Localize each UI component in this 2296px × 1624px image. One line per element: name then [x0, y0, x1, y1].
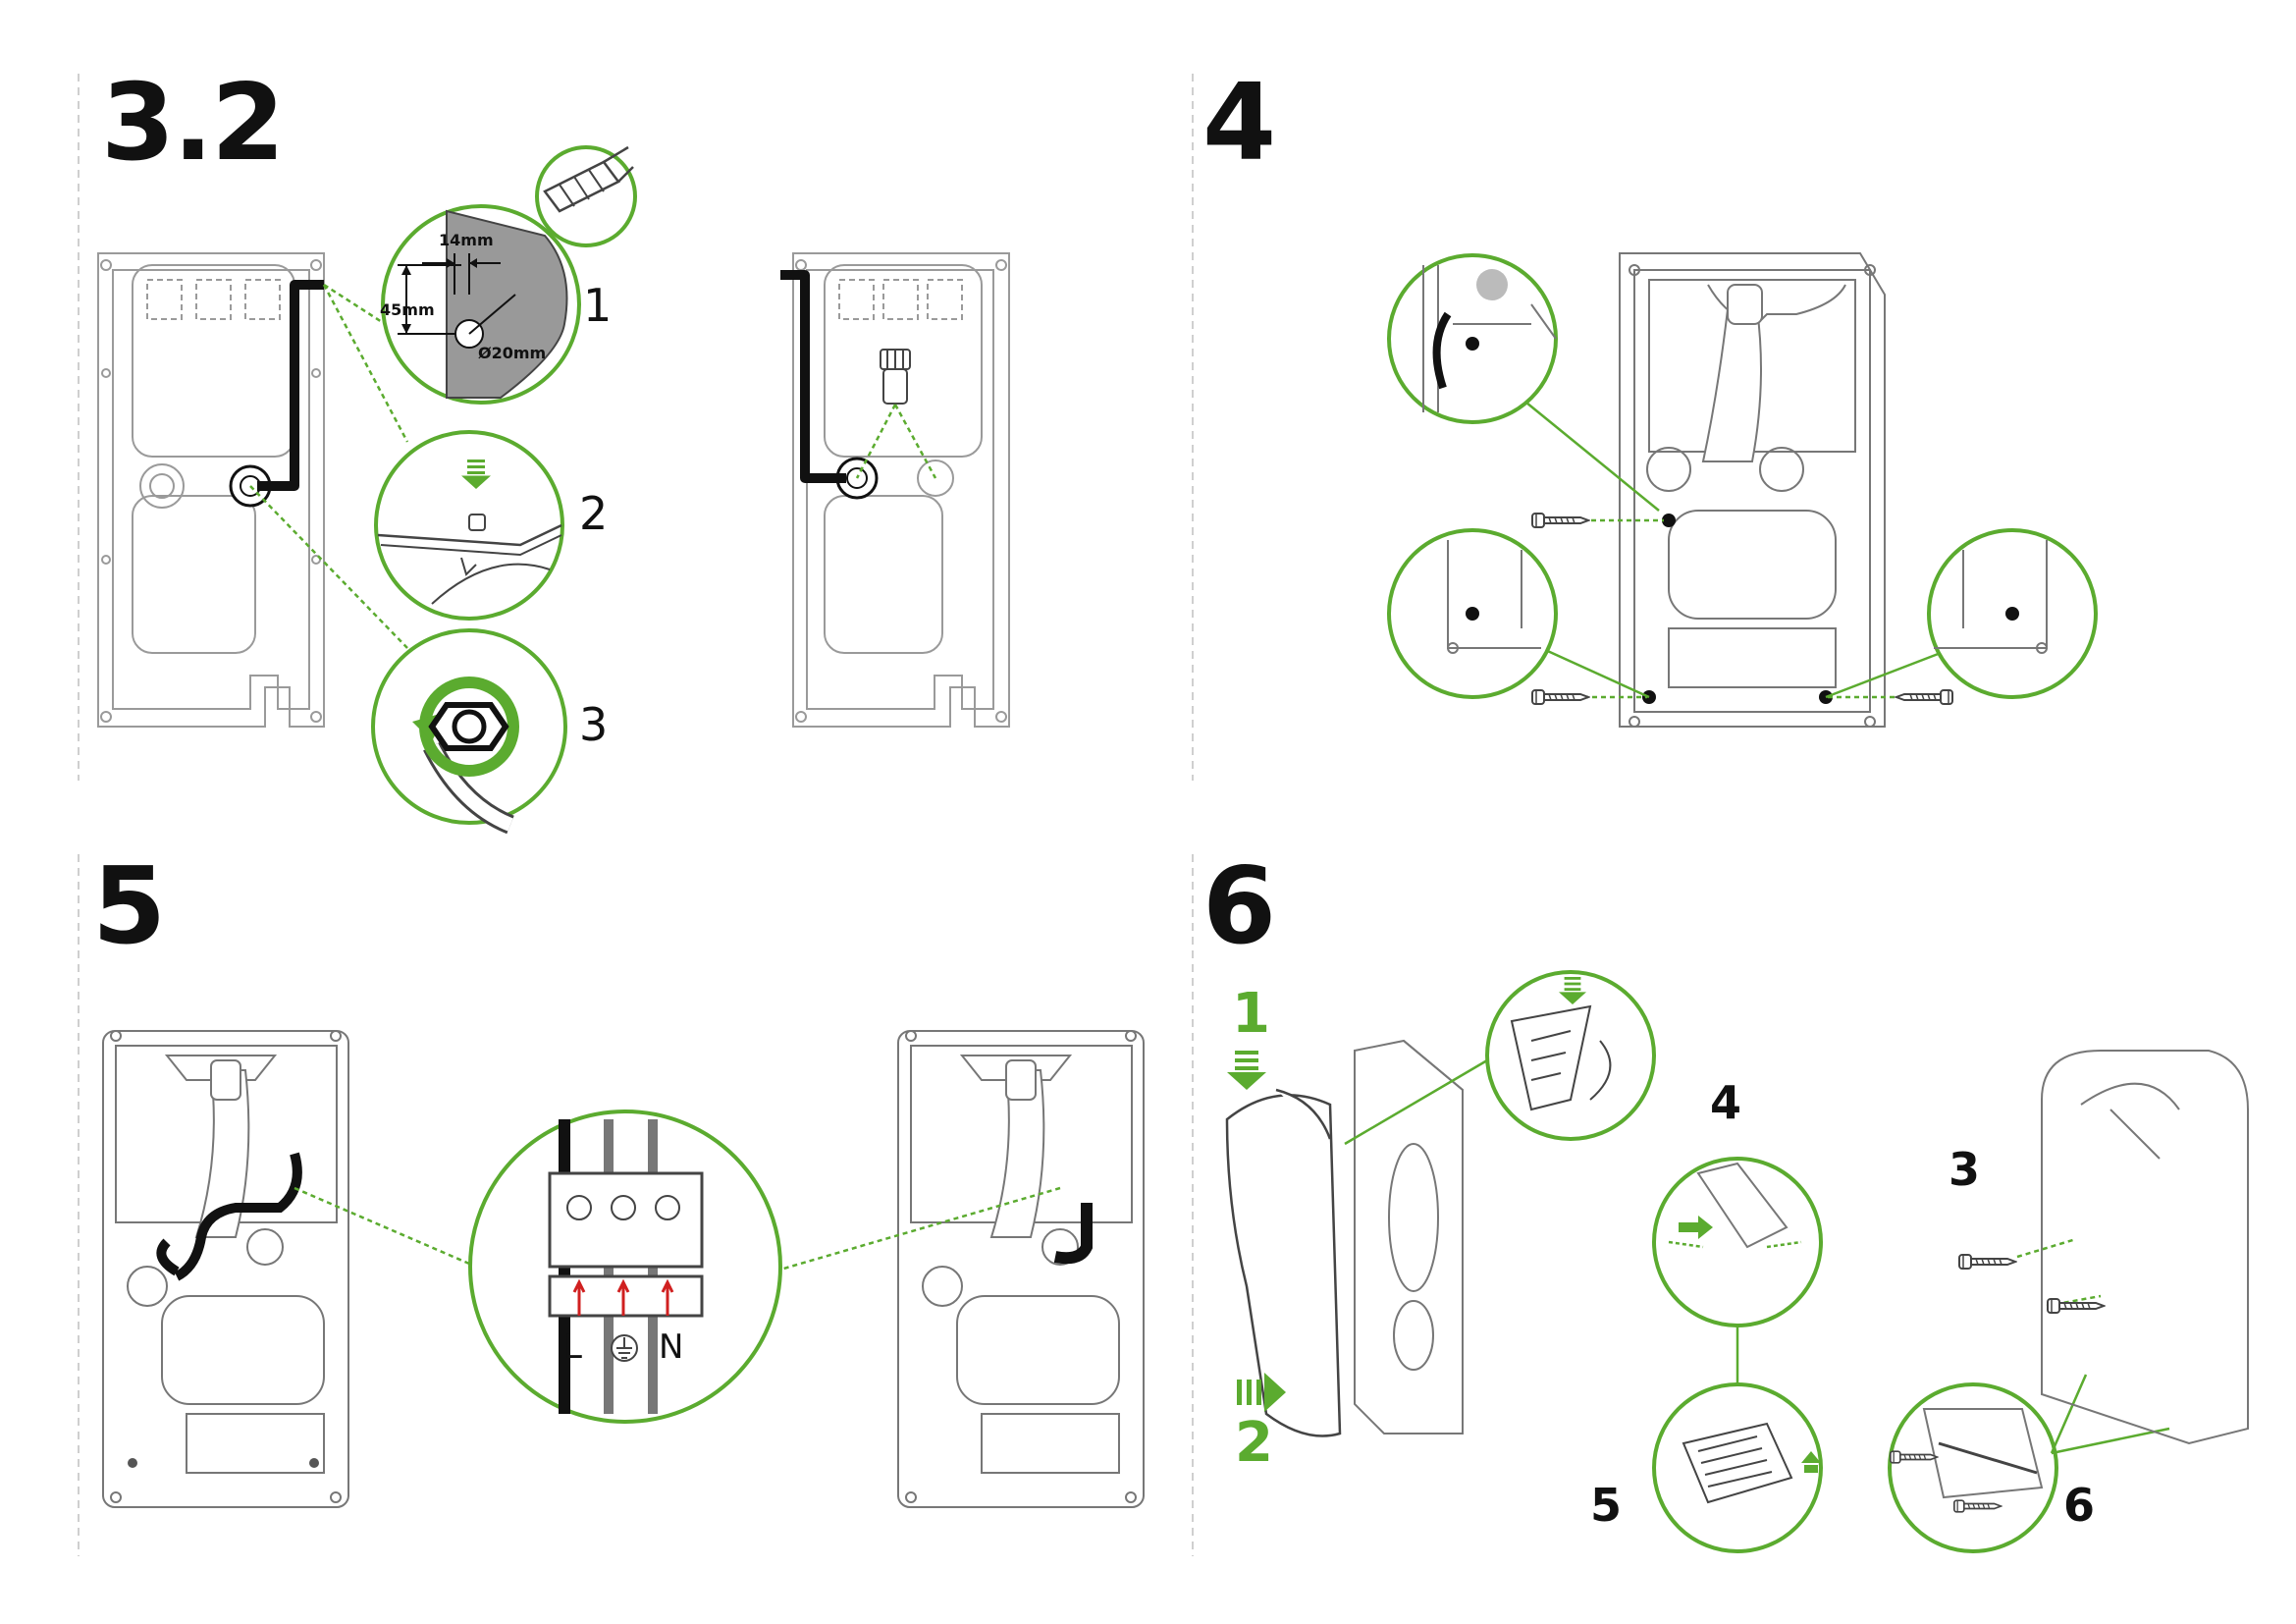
- screw-icon: [1958, 1254, 2016, 1270]
- callout-knockout: [374, 430, 564, 621]
- callout-filter-tray: [1652, 1382, 1823, 1553]
- step6-sub-1: 1: [1232, 982, 1270, 1046]
- callout-bottom-left: [1387, 528, 1558, 699]
- step6-sub-6: 6: [2063, 1479, 2096, 1532]
- step6-sub-4: 4: [1710, 1076, 1742, 1129]
- wire-left: [156, 1152, 302, 1281]
- callout-screws-top: [1652, 1157, 1823, 1327]
- dryer-open-step4: [1619, 252, 1886, 728]
- callout-terminal-block: [468, 1110, 782, 1424]
- dryer-open-right: [897, 1030, 1145, 1508]
- panel-dividers: [78, 74, 1194, 1556]
- step-title-6: 6: [1202, 845, 1276, 968]
- dim-height: 45mm: [380, 300, 435, 319]
- wire-right: [1053, 1203, 1093, 1265]
- screw-icon: [1896, 689, 1953, 705]
- dim-width: 14mm: [439, 231, 494, 249]
- step-3-2-panel: [97, 145, 1010, 835]
- terminal-neutral-label: N: [659, 1327, 684, 1367]
- backplate-right: [792, 252, 1010, 728]
- callout-top-left: [1387, 253, 1558, 424]
- step-5-panel: [102, 1030, 1145, 1508]
- drill-bit-icon: [535, 145, 637, 247]
- step-title-5: 5: [92, 845, 166, 968]
- step-4-panel: [1387, 252, 2098, 728]
- substep-label-2: 2: [579, 487, 609, 540]
- step6-sub-2: 2: [1235, 1411, 1273, 1475]
- screw-icon: [1531, 513, 1589, 528]
- dryer-body-6a: [1354, 1039, 1464, 1435]
- callout-drill-dimensions: [381, 204, 581, 405]
- step6-sub-5: 5: [1590, 1479, 1623, 1532]
- callout-bottom-right: [1927, 528, 2098, 699]
- power-cable: [257, 280, 324, 491]
- step-title-4: 4: [1202, 62, 1276, 185]
- cable-gland: [880, 349, 911, 405]
- dim-diameter: Ø20mm: [478, 344, 547, 362]
- step-6-panel: [1225, 970, 2249, 1553]
- substep-label-1: 1: [583, 279, 613, 332]
- push-right-arrow-icon: [1237, 1373, 1286, 1412]
- power-cable-right: [780, 270, 846, 483]
- substep-label-3: 3: [579, 698, 609, 751]
- screw-icon: [1531, 689, 1589, 705]
- callout-gland-nut: [371, 628, 567, 835]
- front-cover: [1225, 1088, 1342, 1437]
- step6-sub-3: 3: [1949, 1143, 1981, 1196]
- push-down-arrow-icon: [1227, 1051, 1266, 1090]
- callout-tray-screws: [1888, 1382, 2058, 1553]
- dryer-body-6b: [2041, 1050, 2249, 1445]
- dryer-open-left: [102, 1030, 349, 1508]
- terminal-live-label: L: [563, 1327, 582, 1367]
- earth-symbol-icon: [611, 1334, 638, 1362]
- step-title-3-2: 3.2: [101, 62, 285, 185]
- callout-latch: [1485, 970, 1656, 1141]
